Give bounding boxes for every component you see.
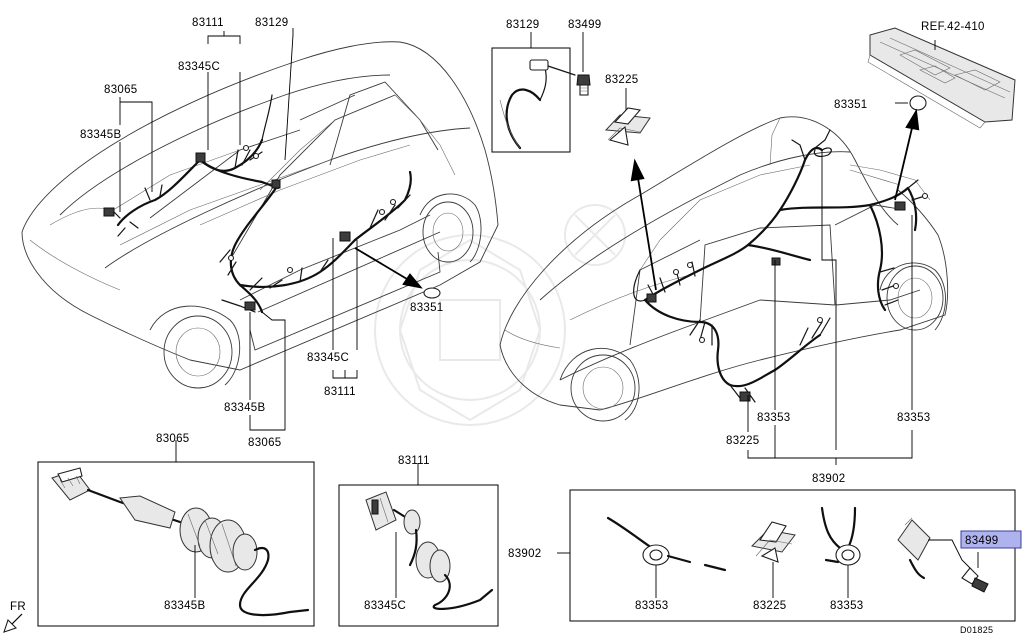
highlight-box	[960, 530, 1022, 549]
clip-icon	[604, 107, 651, 146]
left-car-body	[21, 41, 499, 389]
box-83111-detail	[338, 463, 499, 627]
label-83129-top-left: 83129	[255, 17, 288, 29]
label-83225-top: 83225	[605, 74, 638, 86]
right-car-body	[499, 116, 949, 422]
left-car-harness	[103, 94, 412, 314]
label-83111-top: 83111	[192, 17, 224, 29]
fr-label: FR	[10, 601, 26, 613]
bolt-83499-top	[576, 32, 591, 96]
diagram-code: D01825	[960, 625, 993, 635]
label-83225-mid: 83225	[726, 435, 759, 447]
label-83902-mid: 83902	[812, 473, 845, 485]
bolt-icon	[576, 74, 591, 96]
box2-title: 83111	[398, 455, 430, 467]
box3-part-83353-b: 83353	[830, 600, 863, 612]
right-car-leaders	[630, 108, 920, 465]
label-83111-mid: 83111	[324, 386, 356, 398]
bolt-icon	[961, 567, 989, 593]
label-83129-right: 83129	[506, 19, 539, 31]
watermark-emblem	[374, 204, 626, 426]
label-83065-mid: 83065	[248, 437, 281, 449]
label-83345C-top: 83345C	[178, 61, 220, 73]
label-83345B-bottom: 83345B	[224, 402, 265, 414]
clip-83225-top	[604, 88, 651, 146]
box-83902-detail	[557, 489, 1016, 622]
label-83351-right: 83351	[834, 99, 867, 111]
cowl-panel-ref	[867, 27, 1016, 129]
label-83345C-bottom: 83345C	[307, 352, 349, 364]
label-83351-left: 83351	[410, 302, 443, 314]
right-car-harness	[633, 129, 929, 403]
box1-part-83345B: 83345B	[164, 600, 205, 612]
label-83499-top: 83499	[568, 19, 601, 31]
clip-icon	[750, 521, 796, 563]
left-car-leaders	[119, 28, 441, 431]
box3-part-83353-a: 83353	[635, 600, 668, 612]
part-83129-box	[491, 32, 576, 153]
box3-part-83225: 83225	[753, 600, 786, 612]
label-83065-top: 83065	[104, 84, 137, 96]
front-direction-arrow-icon	[3, 613, 23, 633]
label-ref-42-410: REF.42-410	[921, 21, 985, 33]
grommet-icon	[642, 544, 670, 566]
box-83065-detail	[37, 440, 315, 627]
box3-side-83902: 83902	[508, 548, 541, 560]
box1-title: 83065	[156, 433, 189, 445]
grommet-icon	[179, 507, 258, 573]
box3-highlight-83499[interactable]: 83499	[965, 535, 998, 547]
connector-icon	[365, 491, 397, 531]
label-83353-mid: 83353	[757, 412, 790, 424]
label-83345B-top: 83345B	[80, 129, 121, 141]
label-83353-right: 83353	[897, 412, 930, 424]
box2-part-83345C: 83345C	[364, 600, 406, 612]
